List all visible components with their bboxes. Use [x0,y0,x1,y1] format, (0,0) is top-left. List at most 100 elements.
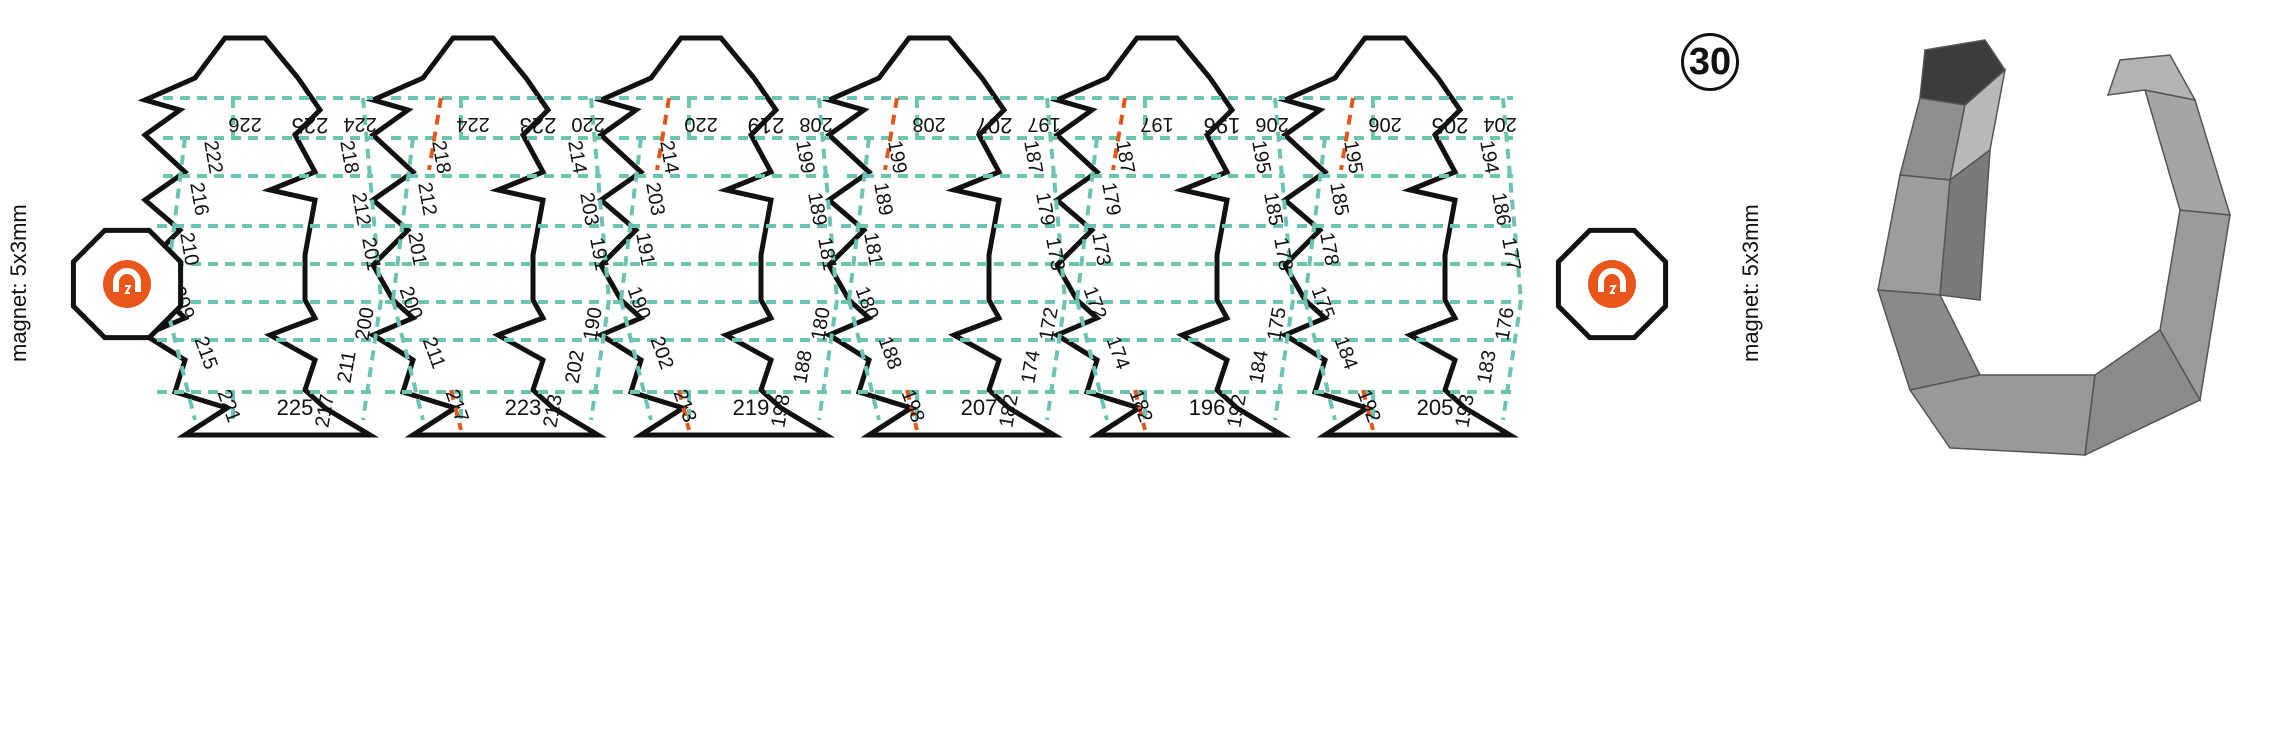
face-number-label: 172 [1079,284,1111,323]
fold-line [1075,299,1109,421]
cut-fold-line [677,389,691,431]
fold-line [1501,299,1523,421]
face-number-label: 178 [1269,236,1296,273]
fold-line [847,299,881,421]
face-number-label: 203 [641,181,668,218]
face-number-label: 226 [228,113,261,135]
face-number-label: 220 [571,113,604,135]
face-number-label: 201 [403,231,430,268]
cut-fold-line [1361,389,1375,431]
face-number-label: 223 [520,113,557,138]
face-number-label: 185 [1325,181,1352,218]
face-number-label: 184 [1245,349,1272,386]
cut-fold-line [427,97,443,171]
fold-line [1273,299,1295,421]
face-number-label: 185 [1259,191,1286,228]
face-number-label: 192 [1353,387,1385,426]
model-face [1876,289,1982,391]
face-number-label: 223 [505,395,542,420]
face-number-label: 182 [995,393,1022,430]
face-number-label: 198 [767,393,794,430]
face-number-label: 214 [563,139,590,176]
face-number-label: 173 [1041,236,1068,273]
fold-line [391,137,415,301]
cut-fold-line [1133,389,1147,431]
face-number-label: 212 [413,181,440,218]
face-number-label: 192 [1223,393,1250,430]
fold-line [391,299,425,421]
face-number-label: 217 [311,393,338,430]
fold-line [1303,299,1337,421]
magnet-icon [103,260,151,308]
face-number-label: 191 [631,231,658,268]
face-number-label: 218 [427,139,454,176]
face-number-label: 183 [1473,349,1500,386]
face-number-label: 194 [1475,139,1502,176]
face-number-label: 219 [733,395,770,420]
face-number-label: 197 [1027,113,1060,135]
face-number-label: 211 [333,349,360,384]
face-number-label: 199 [883,139,910,176]
face-number-label: 205 [1417,395,1454,420]
fold-line [619,299,653,421]
face-number-label: 197 [1140,113,1173,135]
face-number-label: 181 [859,231,886,268]
face-number-label: 213 [539,393,566,430]
face-number-label: 221 [213,387,245,426]
face-number-label: 218 [335,139,362,176]
fold-line [1045,299,1067,421]
face-number-label: 191 [585,236,612,273]
cut-fold-line [905,389,919,431]
face-number-label: 198 [897,387,929,426]
face-number-label: 195 [1339,139,1366,176]
face-number-label: 212 [347,191,374,228]
face-number-label: 222 [199,139,226,176]
face-number-label: 178 [1315,231,1342,268]
page-number: 30 [1688,40,1732,83]
page-number-badge: 30 [1681,33,1739,91]
face-number-label: 196 [1204,113,1241,138]
face-number-label: 201 [357,236,384,273]
face-number-label: 206 [1255,113,1288,135]
face-number-label: 220 [684,113,717,135]
face-number-label: 200 [395,284,427,323]
fold-line [361,299,383,421]
fold-line [847,137,871,301]
face-number-label: 189 [869,181,896,218]
face-number-label: 193 [1451,393,1478,430]
face-number-label: 180 [851,284,883,323]
face-number-label: 181 [813,236,840,273]
fold-line [619,137,643,301]
face-number-label: 225 [277,395,314,420]
face-number-label: 177 [1497,236,1524,273]
face-number-label: 179 [1097,181,1124,218]
face-number-label: 203 [575,191,602,228]
face-number-label: 225 [292,113,329,138]
fold-line [1075,137,1099,301]
fold-line [589,299,611,421]
cut-fold-line [449,389,463,431]
face-number-label: 202 [561,349,588,386]
model-face [2143,89,2232,216]
face-number-label: 187 [1111,139,1138,176]
cut-fold-line [883,97,899,171]
face-number-label: 195 [1247,139,1274,176]
face-number-label: 179 [1031,191,1058,228]
face-number-label: 208 [799,113,832,135]
fold-line [1303,137,1327,301]
face-number-label: 189 [803,191,830,228]
face-number-label: 217 [441,387,473,426]
cut-fold-line [1111,97,1127,171]
face-number-label: 208 [912,113,945,135]
magnet-label-left: magnet: 5x3mm [6,204,31,362]
face-number-label: 206 [1368,113,1401,135]
magnet-label-right: magnet: 5x3mm [1738,204,1763,362]
face-number-label: 213 [669,387,701,426]
face-number-label: 190 [623,284,655,323]
cut-fold-line [655,97,671,171]
magnet-icon [1588,260,1636,308]
face-number-label: 186 [1487,191,1514,228]
cut-fold-line [1339,97,1355,171]
